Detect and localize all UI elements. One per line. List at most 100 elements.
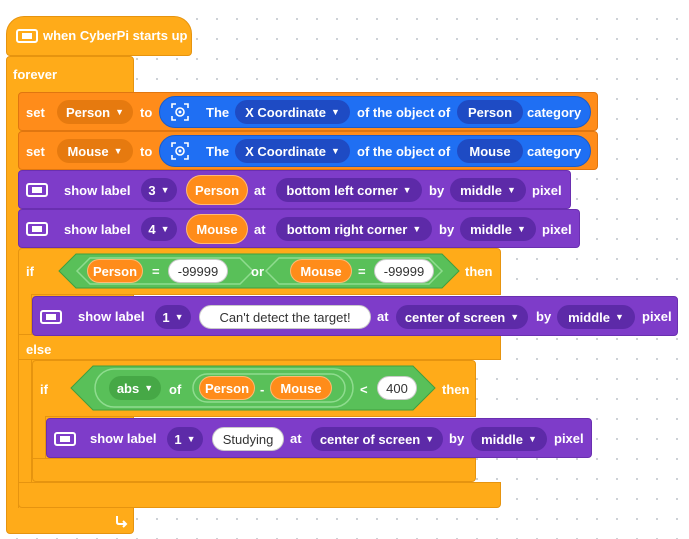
- cyberpi-icon: [16, 29, 38, 43]
- set-mouse-block[interactable]: set Mouse▼ to The X Coordinate▼ of the o…: [18, 131, 598, 170]
- chevron-down-icon: ▼: [402, 185, 412, 195]
- inner-if-footer: [32, 458, 476, 482]
- position-dropdown[interactable]: center of screen ▼: [396, 305, 528, 329]
- object-category-field[interactable]: Mouse: [457, 139, 523, 163]
- chevron-down-icon: ▼: [527, 434, 537, 444]
- chevron-down-icon: ▼: [330, 146, 340, 156]
- at-label: at: [254, 222, 266, 237]
- set-label: set: [26, 105, 45, 120]
- of-object-label: of the object of: [357, 105, 451, 120]
- object-x-coordinate-reporter[interactable]: The X Coordinate ▼ of the object of Mouse…: [159, 135, 591, 167]
- cyberpi-icon: [26, 222, 48, 236]
- label-number: 1: [162, 309, 170, 325]
- chevron-down-icon: ▼: [330, 107, 340, 117]
- value-text: 400: [386, 380, 408, 396]
- at-label: at: [254, 183, 266, 198]
- coordinate-dropdown[interactable]: X Coordinate▼: [235, 100, 350, 124]
- reporter-value: Person: [204, 380, 250, 396]
- value-field[interactable]: -99999: [374, 259, 434, 283]
- size-value: middle: [568, 309, 610, 325]
- function-value: abs: [116, 380, 140, 396]
- position-value: center of screen: [404, 309, 506, 325]
- equals-label: =: [152, 264, 160, 279]
- person-variable-reporter[interactable]: Person: [186, 175, 248, 205]
- size-value: middle: [470, 221, 512, 237]
- position-value: center of screen: [319, 431, 421, 447]
- position-dropdown[interactable]: bottom left corner ▼: [276, 178, 422, 202]
- cyberpi-icon: [54, 432, 76, 446]
- forever-label: forever: [13, 67, 58, 82]
- person-variable-reporter[interactable]: Person: [87, 259, 143, 283]
- of-object-label: of the object of: [357, 144, 451, 159]
- position-dropdown[interactable]: bottom right corner▼: [276, 217, 432, 241]
- value-field[interactable]: 400: [377, 376, 417, 400]
- label-number-dropdown[interactable]: 1▼: [167, 427, 203, 451]
- category-label: category: [527, 105, 582, 120]
- loop-arrow-icon: [116, 516, 128, 528]
- label-number: 1: [174, 431, 182, 447]
- if-label: if: [26, 264, 34, 279]
- by-label: by: [439, 222, 455, 237]
- position-value: bottom left corner: [286, 182, 398, 198]
- label-number-dropdown[interactable]: 1▼: [155, 305, 191, 329]
- chevron-down-icon: ▼: [516, 224, 526, 234]
- coordinate-dropdown[interactable]: X Coordinate ▼: [235, 139, 350, 163]
- vision-sensor-icon: [171, 142, 189, 160]
- pixel-label: pixel: [642, 309, 672, 324]
- set-label: set: [26, 144, 45, 159]
- variable-name: Person: [66, 104, 111, 120]
- then-label: then: [465, 264, 493, 279]
- label-text-value: Studying: [222, 431, 274, 447]
- if-label: if: [40, 382, 48, 397]
- inner-if-block[interactable]: if then abs▼ of Person - Mouse < 400 sho…: [32, 360, 592, 482]
- chevron-down-icon: ▼: [113, 146, 123, 156]
- label-number-dropdown[interactable]: 3▼: [141, 178, 177, 202]
- size-dropdown[interactable]: middle▼: [471, 427, 547, 451]
- size-dropdown[interactable]: middle▼: [557, 305, 635, 329]
- the-label: The: [206, 105, 230, 120]
- the-label: The: [206, 144, 230, 159]
- equals-label: =: [358, 264, 366, 279]
- mouse-variable-reporter[interactable]: Mouse: [290, 259, 352, 283]
- reporter-value: Mouse: [196, 221, 238, 237]
- cyberpi-icon: [40, 310, 62, 324]
- pixel-label: pixel: [542, 222, 572, 237]
- else-label: else: [26, 342, 52, 357]
- when-cyberpi-starts-up-block[interactable]: when CyberPi starts up: [6, 16, 192, 56]
- by-label: by: [449, 431, 465, 446]
- mouse-variable-reporter[interactable]: Mouse: [186, 214, 248, 244]
- person-variable-reporter[interactable]: Person: [199, 376, 255, 400]
- mouse-variable-reporter[interactable]: Mouse: [270, 376, 332, 400]
- label-text-field[interactable]: Studying: [212, 427, 284, 451]
- size-dropdown[interactable]: middle ▼: [460, 217, 536, 241]
- or-label: or: [251, 264, 264, 279]
- object-category-field[interactable]: Person: [457, 100, 523, 124]
- chevron-down-icon: ▼: [510, 312, 520, 322]
- reporter-value: Person: [194, 182, 240, 198]
- at-label: at: [377, 309, 389, 324]
- show-label-3-block[interactable]: show label 3▼ Person at bottom left corn…: [18, 170, 571, 209]
- label-text-field[interactable]: Can't detect the target!: [199, 305, 371, 329]
- size-dropdown[interactable]: middle▼: [450, 178, 526, 202]
- set-person-block[interactable]: set Person▼ to The X Coordinate▼ of the …: [18, 92, 598, 131]
- show-label-1-success-block[interactable]: show label 1▼ Studying at center of scre…: [46, 418, 592, 458]
- show-label-4-block[interactable]: show label 4▼ Mouse at bottom right corn…: [18, 209, 580, 248]
- category-label: category: [527, 144, 582, 159]
- reporter-value: Mouse: [300, 263, 342, 279]
- show-label-text: show label: [64, 183, 131, 198]
- object-value: Mouse: [469, 143, 511, 159]
- if-else-arm: [18, 294, 32, 508]
- position-dropdown[interactable]: center of screen ▼: [311, 427, 443, 451]
- math-function-dropdown[interactable]: abs▼: [109, 376, 161, 400]
- object-x-coordinate-reporter[interactable]: The X Coordinate▼ of the object of Perso…: [159, 96, 591, 128]
- chevron-down-icon: ▼: [425, 434, 435, 444]
- variable-dropdown-person[interactable]: Person▼: [57, 100, 133, 124]
- label-number-dropdown[interactable]: 4▼: [141, 217, 177, 241]
- show-label-1-fail-block[interactable]: show label 1▼ Can't detect the target! a…: [32, 296, 678, 336]
- coordinate-value: X Coordinate: [245, 143, 326, 159]
- if-else-block[interactable]: if then else Person = -99999 or Mouse = …: [18, 248, 592, 508]
- minus-label: -: [260, 382, 265, 397]
- value-field[interactable]: -99999: [168, 259, 228, 283]
- variable-dropdown-mouse[interactable]: Mouse▼: [57, 139, 133, 163]
- pixel-label: pixel: [532, 183, 562, 198]
